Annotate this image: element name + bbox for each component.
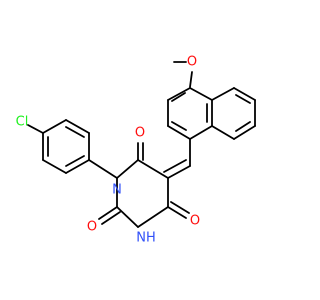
top-carbonyl-oxygen-label: O [135,126,145,141]
left-carbonyl-oxygen-label: O [87,220,97,235]
barb-bond-2 [137,159,169,179]
chloro-bond [27,124,44,134]
carbonyl-bottom-bond-2 [170,201,190,214]
nh-label: NH [136,231,156,246]
phenyl-double-1 [65,126,85,138]
nitrogen-label: N [112,183,122,198]
n-to-aryl-bond [88,159,118,179]
phenyl-bond-5 [42,159,67,174]
naph-bond-b-double-2 [235,121,251,132]
methoxy-oxygen-label: O [187,55,197,70]
bottom-carbonyl-oxygen-label: O [190,214,200,229]
carbonyl-left-bond-2 [101,211,121,225]
naph-bond-a4 [189,125,213,140]
naph-bond-a6 [189,87,213,101]
phenyl-bond-2 [65,119,90,134]
carbonyl-bottom-bond-1 [167,206,187,219]
naph-bond-b2 [233,87,256,101]
bond-layer [27,61,256,228]
methine-to-ring-bond-1 [167,165,191,179]
naph-bond-a-double-1 [171,92,186,102]
barb-bond-6 [137,206,169,228]
naph-bond-a1 [167,87,191,101]
naph-bond-b-double-1 [235,94,251,104]
naph-bond-b5 [211,125,235,140]
methoxy-aryl-bond [189,71,193,88]
methine-to-ring-bond-2 [163,159,187,173]
naph-bond-a3 [167,125,191,140]
molecule-diagram: O Cl N NH O O O [16,55,256,246]
naph-bond-a-double-2 [171,121,187,131]
phenyl-double-3 [65,155,85,167]
phenyl-bond-3 [42,119,67,134]
molecule-canvas: O Cl N NH O O O [15,54,256,246]
barb-bond-5 [116,206,139,228]
phenyl-bond-6 [65,159,90,174]
carbonyl-left-bond-1 [98,206,118,220]
barb-bond-3 [116,159,139,179]
chlorine-label: Cl [16,115,29,130]
naph-bond-b1 [211,87,235,101]
naph-bond-b4 [233,125,256,140]
